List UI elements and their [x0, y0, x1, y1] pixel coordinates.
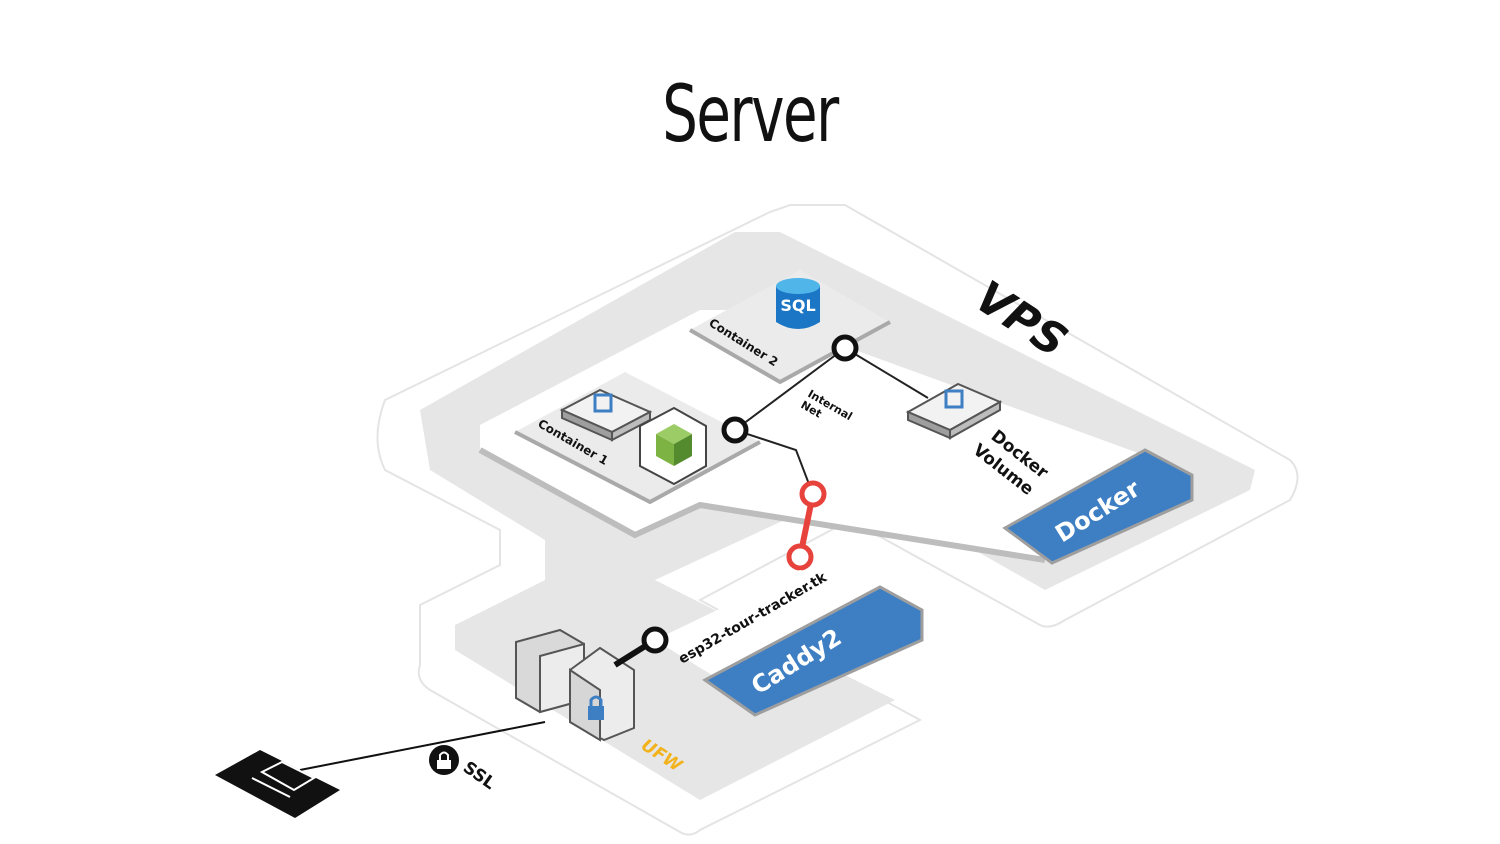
- client-to-firewall-link: [299, 721, 546, 771]
- internal-net-link: [734, 347, 846, 431]
- docker-area-edge: [478, 447, 1046, 563]
- caddy-area: [655, 570, 880, 680]
- page-title: Server: [662, 70, 839, 160]
- container1-to-router-link: [734, 429, 813, 493]
- docker-volume-icon: [905, 382, 1003, 440]
- caddy-ingress-port: [641, 626, 669, 654]
- caddy-band: [702, 585, 924, 717]
- chip-block-icon: [559, 388, 653, 442]
- sql-database-icon: SQL: [776, 278, 820, 329]
- container1-port: [721, 416, 749, 444]
- ssl-lock-icon: [429, 745, 459, 775]
- container2-port: [831, 334, 859, 362]
- sql-label: SQL: [780, 296, 815, 315]
- laptop-client-icon: [215, 750, 340, 818]
- node-cube-icon: [639, 406, 707, 486]
- firewall-icon: [515, 628, 635, 742]
- docker-entry-port: [799, 480, 827, 508]
- caddy-upstream-port: [786, 543, 814, 571]
- volume-link: [844, 347, 929, 399]
- docker-band: [1002, 448, 1194, 565]
- ssl-label: SSL: [459, 758, 499, 794]
